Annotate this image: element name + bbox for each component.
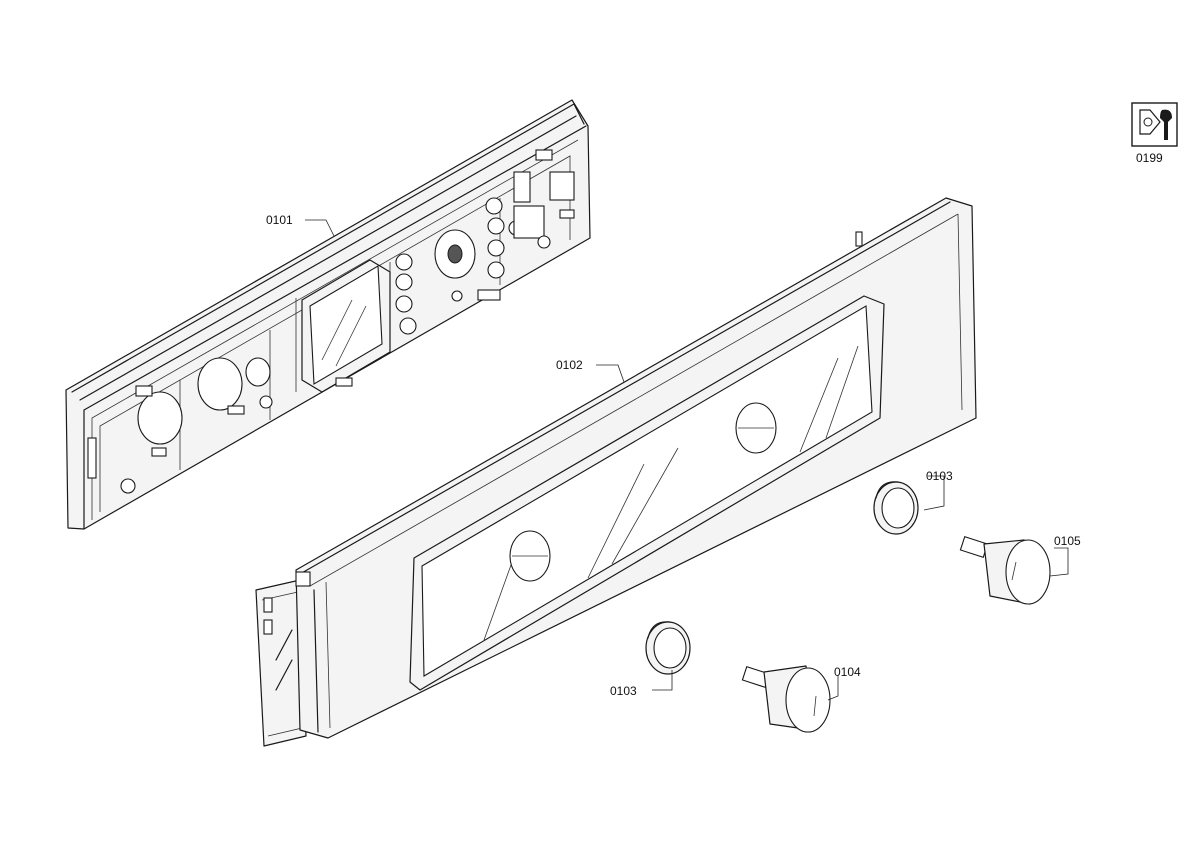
part-0103-bezel-lower [645,621,691,675]
label-0101: 0101 [266,213,293,227]
label-0105: 0105 [1054,534,1081,548]
label-0103-upper: 0103 [926,469,953,483]
label-0199: 0199 [1136,151,1163,165]
part-0103-bezel-upper [873,481,919,535]
part-0102-front-fascia [255,197,977,747]
part-0101-control-frame [65,99,591,530]
label-0103-lower: 0103 [610,684,637,698]
label-0102: 0102 [556,358,583,372]
part-0105-knob [959,535,1051,605]
part-0104-knob [741,665,831,733]
button-array [395,197,524,335]
label-0104: 0104 [834,665,861,679]
wrench-icon [1131,102,1178,147]
